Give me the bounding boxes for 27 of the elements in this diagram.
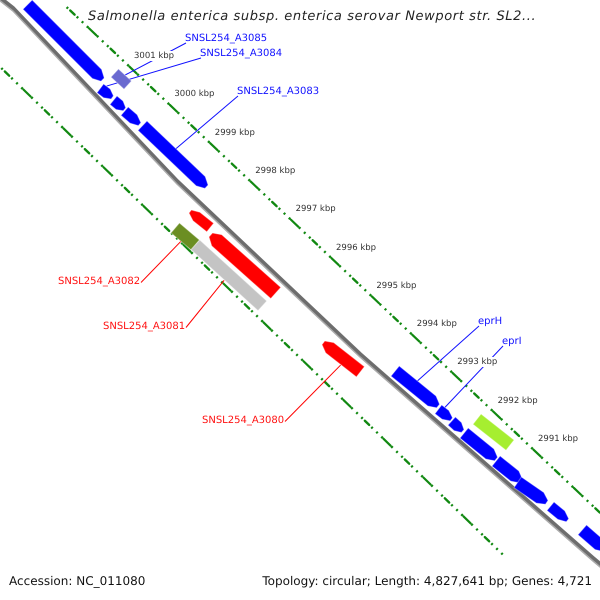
scale-label: 2997 kbp xyxy=(296,204,336,214)
leader-line xyxy=(284,364,342,422)
gene-label: eprI xyxy=(502,336,522,347)
scale-label: 2993 kbp xyxy=(457,357,498,368)
leader-line xyxy=(175,96,238,150)
scale-label: 2992 kbp xyxy=(498,396,538,406)
scale-label: 2998 kbp xyxy=(255,166,296,176)
leader-line xyxy=(186,280,225,328)
gene-label: eprH xyxy=(478,316,502,327)
scale-label: 3001 kbp xyxy=(134,51,174,61)
scale-label: 2996 kbp xyxy=(336,242,376,252)
gene-label: SNSL254_A3083 xyxy=(237,86,320,97)
scale-label: 3000 kbp xyxy=(174,89,214,100)
scale-label: 2991 kbp xyxy=(538,434,578,444)
scale-label: 2994 kbp xyxy=(416,319,457,330)
gene-label: SNSL254_A3080 xyxy=(202,415,284,426)
genome-info-text: Topology: circular; Length: 4,827,641 bp; Genes: 4,721 xyxy=(262,574,592,588)
leader-line xyxy=(140,240,182,283)
scale-label: 2995 kbp xyxy=(376,280,416,291)
gene-label: SNSL254_A3082 xyxy=(58,276,140,287)
gene-label: SNSL254_A3085 xyxy=(185,33,268,44)
gene-label: SNSL254_A3081 xyxy=(103,321,186,332)
leader-line xyxy=(417,326,480,382)
gene-label: SNSL254_A3084 xyxy=(200,48,282,59)
genome-title: Salmonella enterica subsp. enterica serovar Newport str. SL2... xyxy=(88,9,536,24)
accession-text: Accession: NC_011080 xyxy=(9,574,146,588)
leader-line xyxy=(106,58,202,87)
